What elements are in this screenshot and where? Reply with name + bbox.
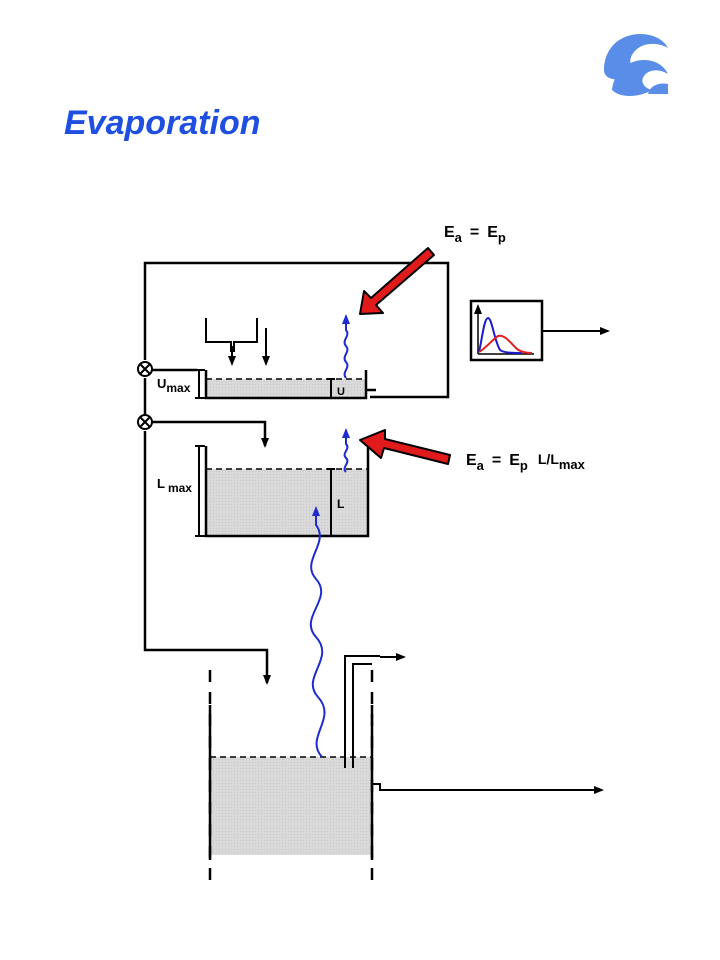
red-arrow-icon (359, 429, 451, 465)
page-title: Evaporation (64, 104, 261, 142)
wavy-arrow-icon (309, 506, 326, 758)
wavy-arrow-icon (342, 428, 350, 473)
circle-cross-icon (137, 361, 153, 377)
upper-equation: Ea=Ep (444, 224, 506, 245)
upper-reservoir (195, 369, 376, 400)
wavy-arrow-icon (342, 314, 350, 379)
routing-lines (143, 261, 450, 685)
u-max-label: Umax (157, 376, 191, 395)
u-label: U (337, 386, 345, 398)
groundwater-reservoir (208, 653, 604, 890)
hydrograph-icon (469, 299, 610, 362)
circle-cross-icon (137, 414, 153, 430)
red-arrow-icon (359, 247, 435, 315)
input-funnel (205, 318, 270, 366)
l-label: L (337, 497, 344, 511)
lower-reservoir (195, 445, 370, 538)
wave-logo-icon (604, 34, 668, 96)
